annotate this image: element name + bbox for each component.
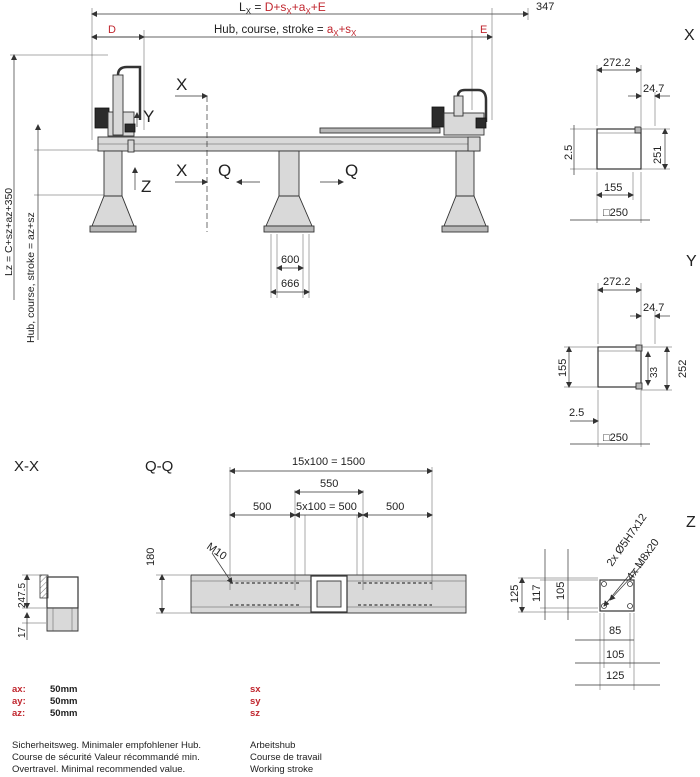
legend-sy: sy	[250, 696, 261, 707]
pillar-right	[441, 150, 489, 233]
dim-155-y: 155	[557, 359, 569, 377]
section-z-view: Z 2x Ø5H7x12 4x M8x20 125 117 105 85 105…	[509, 512, 696, 690]
pillar-left	[89, 150, 137, 233]
dim-117-z: 117	[531, 584, 543, 602]
legend-sx: sx	[250, 684, 261, 695]
overtravel-fr: Course de sécurité Valeur récommandé min…	[12, 752, 200, 763]
lx-formula: LX = D+sX+aX+E	[239, 0, 326, 16]
dim-252-y: 252	[677, 360, 689, 378]
dim-2-5-y: 2.5	[569, 407, 584, 419]
dim-85-z: 85	[609, 625, 621, 637]
section-label-q-right: Q	[345, 161, 358, 180]
gantry-main-view: X X Q Q Y Z 600 666	[89, 65, 489, 298]
profile-y	[597, 346, 642, 388]
section-y-view: Y 272.2 24.7 155 33 252 2.5 □250	[557, 253, 697, 447]
dim-155-x: 155	[604, 182, 622, 194]
section-x-title: X	[684, 27, 695, 44]
hub-formula-x: Hub, course, stroke = aX+sX	[214, 24, 357, 38]
section-y-title: Y	[686, 253, 697, 270]
profile-xx	[46, 576, 79, 609]
dim-550: 550	[320, 478, 338, 490]
stroke-de: Arbeitshub	[250, 740, 296, 751]
profile-x	[596, 128, 642, 170]
qq-slots	[230, 582, 432, 606]
section-label-x-bottom: X	[176, 161, 187, 180]
dim-17-xx: 17	[17, 626, 28, 638]
dim-272-y: 272.2	[603, 276, 631, 288]
dim-5x100: 5x100 = 500	[296, 501, 357, 513]
dim-500-left: 500	[253, 501, 271, 513]
legend-s-values: sx sy sz	[250, 684, 288, 720]
overtravel-en: Overtravel. Minimal recommended value.	[12, 764, 186, 775]
dim-180: 180	[145, 548, 157, 566]
stroke-en: Working stroke	[250, 764, 314, 775]
dim-24-x: 24.7	[643, 83, 664, 95]
dim-2-5-x: 2.5	[563, 145, 575, 160]
section-xx-view: X-X 247.5 17	[14, 458, 79, 640]
dim-105-z: 105	[555, 582, 567, 600]
dim-251-x: 251	[652, 146, 664, 164]
legend-sz: sz	[250, 708, 261, 719]
section-qq-view: Q-Q 15x100 = 1500 550 500 5x100 = 500 50…	[145, 456, 467, 614]
section-label-x-top: X	[176, 75, 187, 94]
carriage-left	[94, 65, 142, 153]
legend-ax-value: 50mm	[50, 684, 78, 695]
dim-600: 600	[281, 254, 299, 266]
section-x-view: X 272.2 24.7 2.5 251 155 □250	[563, 27, 695, 223]
label-d: D	[108, 24, 116, 36]
top-dimensions: LX = D+sX+aX+E 347 D E Hub, course, stro…	[91, 0, 554, 140]
hub-formula-z: Hub, course, stroke = az+sz	[25, 212, 37, 343]
left-vertical-dimensions: Lz = C+sz+az+350 Hub, course, stroke = a…	[3, 54, 108, 343]
view-label-y: Y	[143, 107, 154, 126]
stroke-fr: Course de travail	[250, 752, 322, 763]
dim-24-y: 24.7	[643, 302, 664, 314]
cable-chain	[319, 127, 441, 134]
legend-a-values: ax: 50mm ay: 50mm az: 50mm	[12, 684, 77, 720]
dim-sq250-y: □250	[603, 432, 628, 444]
dim-125-z: 125	[509, 585, 521, 603]
dim-347: 347	[536, 1, 554, 13]
legend-ay-value: 50mm	[50, 696, 78, 707]
dim-125-z-w: 125	[606, 670, 624, 682]
dim-1500: 15x100 = 1500	[292, 456, 365, 468]
legend-az-key: az:	[12, 708, 26, 719]
dim-247-xx: 247.5	[17, 583, 28, 608]
carriage-right	[431, 88, 488, 152]
dim-272-x: 272.2	[603, 57, 631, 69]
dim-33-y: 33	[649, 366, 660, 378]
legend-stroke-text: Arbeitshub Course de travail Working str…	[250, 740, 322, 776]
dim-666: 666	[281, 278, 299, 290]
view-label-z: Z	[141, 177, 151, 196]
section-xx-title: X-X	[14, 458, 39, 475]
section-qq-title: Q-Q	[145, 458, 173, 475]
lz-formula: Lz = C+sz+az+350	[3, 188, 15, 276]
dim-105-z-w: 105	[606, 649, 624, 661]
legend-overtravel-text: Sicherheitsweg. Minimaler empfohlener Hu…	[12, 740, 201, 776]
dim-500-right: 500	[386, 501, 404, 513]
legend-ay-key: ay:	[12, 696, 26, 707]
overtravel-de: Sicherheitsweg. Minimaler empfohlener Hu…	[12, 740, 202, 751]
legend-az-value: 50mm	[50, 708, 78, 719]
label-e: E	[480, 24, 487, 36]
pillar-middle	[263, 150, 315, 233]
legend-ax-key: ax:	[12, 684, 26, 695]
section-z-title: Z	[686, 514, 696, 531]
dim-sq250-x: □250	[603, 207, 628, 219]
section-label-q-left: Q	[218, 161, 231, 180]
